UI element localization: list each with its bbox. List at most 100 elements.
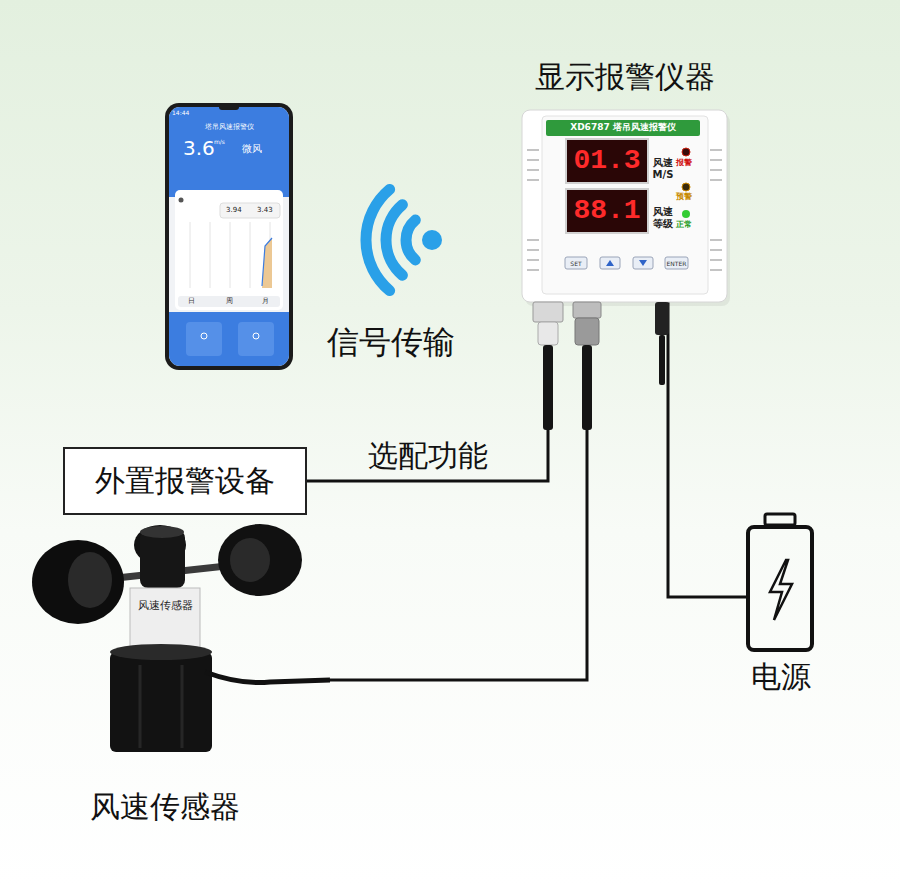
power-supply: 电源 xyxy=(746,510,816,695)
edge-label-wrap: 选配功能 xyxy=(368,439,488,474)
chart-card xyxy=(175,190,283,310)
app-button xyxy=(238,322,274,356)
label-wrap: 01.3 xyxy=(567,140,647,182)
label-wrap: 塔吊风速报警仪 xyxy=(170,124,288,132)
cable xyxy=(582,345,592,430)
label-wrap: 日 xyxy=(188,298,195,306)
normal-led xyxy=(682,210,690,218)
label-wrap: 3.6 xyxy=(183,137,215,159)
cup-highlight xyxy=(230,538,270,582)
alarm-led xyxy=(682,148,690,156)
sensor-mast xyxy=(130,588,200,653)
battery-body xyxy=(748,527,812,650)
grid-line xyxy=(210,222,211,288)
vent xyxy=(527,159,539,161)
label: 正常 xyxy=(676,220,692,229)
vent xyxy=(710,149,722,151)
label-wrap: 信号传输 xyxy=(327,325,455,360)
chart-tooltip xyxy=(220,203,280,218)
signal-arc xyxy=(366,189,390,290)
up-arrow xyxy=(606,260,614,266)
cup-highlight xyxy=(68,552,112,608)
set-button xyxy=(565,257,587,269)
display-bezel xyxy=(565,188,649,234)
node-label: 电源 xyxy=(751,659,811,694)
label: XD6787 塔吊风速报警仪 xyxy=(570,122,676,132)
label: 14:44 xyxy=(172,109,189,116)
vent xyxy=(710,169,722,171)
label-wrap: 3.43 xyxy=(257,207,273,215)
chart-area xyxy=(262,238,272,288)
aviation-plug-body xyxy=(575,318,599,345)
text-wrap: 电源 xyxy=(746,660,816,695)
label-wrap: SET xyxy=(565,261,587,268)
signal-arc xyxy=(406,220,415,260)
label-wrap: ENTER xyxy=(665,261,688,268)
vent xyxy=(527,149,539,151)
app-button xyxy=(186,322,222,356)
housing-shadow xyxy=(525,114,730,306)
battery-icon xyxy=(748,514,812,650)
vent xyxy=(710,269,722,271)
label: 88.1 xyxy=(573,195,640,226)
text-wrap: 风速传感器 xyxy=(30,790,300,825)
hub xyxy=(140,530,185,588)
label: 风速 等级 xyxy=(653,206,673,229)
wind-speed-sensor: 风速传感器 xyxy=(30,525,330,830)
wireless-symbol xyxy=(366,189,415,290)
vent xyxy=(527,169,539,171)
lightning xyxy=(770,560,792,620)
base-top xyxy=(110,644,212,660)
label-wrap: 周 xyxy=(226,298,233,306)
label-wrap: 微风 xyxy=(242,143,262,154)
text-wrap: 显示报警仪器 xyxy=(522,60,727,95)
cable xyxy=(659,335,665,385)
hub-top xyxy=(140,526,184,538)
phone-notch xyxy=(219,104,239,110)
label: 日 xyxy=(188,297,195,305)
sensor-base xyxy=(110,652,212,752)
label: 01.3 xyxy=(573,145,640,176)
wire-connector xyxy=(307,302,548,481)
base-ridge xyxy=(139,665,142,748)
phone-screen xyxy=(169,107,289,366)
text-wrap: 外置报警设备 xyxy=(95,464,275,499)
label: 塔吊风速报警仪 xyxy=(205,123,254,131)
chart-grid xyxy=(190,222,270,288)
tab-bar xyxy=(178,296,280,307)
cable-gland xyxy=(538,322,558,345)
label-wrap: 正常 xyxy=(676,221,692,230)
vent xyxy=(710,259,722,261)
label-wrap: 预警 xyxy=(676,193,692,202)
button-icon xyxy=(253,333,259,339)
label-wrap: 3.94 xyxy=(226,207,242,215)
label-wrap: 报警 xyxy=(676,159,692,168)
chart-line xyxy=(262,238,272,286)
warning-led xyxy=(682,183,690,191)
cable-gland-nut xyxy=(533,302,563,322)
right-cup xyxy=(218,524,302,596)
edge-label: 选配功能 xyxy=(368,438,488,473)
label-wrap: 风速传感器 xyxy=(130,600,200,612)
front-panel xyxy=(542,116,708,294)
up-button xyxy=(600,257,620,269)
left-cup xyxy=(32,540,124,624)
display-alarm-device xyxy=(522,110,730,306)
led-display xyxy=(567,140,647,182)
sensor-cable xyxy=(205,672,330,683)
battery-cap xyxy=(765,514,795,525)
dc-plug xyxy=(655,302,669,335)
enter-button xyxy=(665,257,688,269)
screen-header xyxy=(169,107,289,197)
aviation-plug xyxy=(573,302,601,318)
cable xyxy=(543,345,553,430)
button-icon xyxy=(201,333,207,339)
label: 3.94 xyxy=(226,206,242,214)
label-wrap: 月 xyxy=(262,298,269,306)
signal-dot xyxy=(422,230,442,250)
node-label: 风速传感器 xyxy=(90,789,240,824)
vent xyxy=(527,259,539,261)
vent xyxy=(527,249,539,251)
